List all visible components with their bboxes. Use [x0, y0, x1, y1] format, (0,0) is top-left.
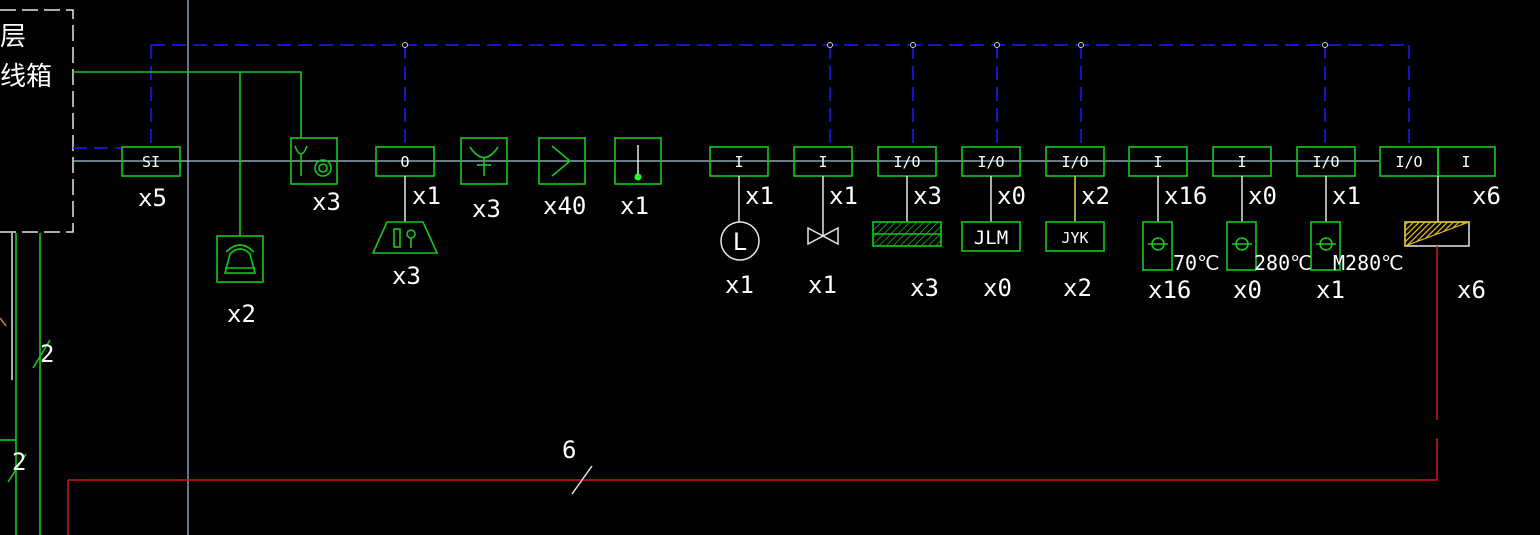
level-gauge-icon[interactable]: L x1: [720, 221, 760, 299]
control-bus: [73, 42, 1410, 149]
handset-count: x3: [312, 188, 341, 216]
phone-feed: [73, 71, 302, 236]
outlet-count: x3: [472, 195, 501, 223]
module-io4[interactable]: I/O x1: [1296, 146, 1361, 222]
module-i5-count: x6: [1472, 182, 1501, 210]
module-i2-count: x1: [829, 182, 858, 210]
damper1-temp: 70℃: [1173, 251, 1220, 275]
module-io3-count: x2: [1081, 182, 1110, 210]
module-si-text: SI: [142, 153, 160, 171]
jlm-text: JLM: [974, 227, 1008, 249]
module-i5[interactable]: I x6: [1437, 146, 1501, 222]
speaker-count: x3: [392, 262, 421, 290]
button-count: x1: [620, 192, 649, 220]
module-io3-text: I/O: [1061, 153, 1088, 171]
jlm-count: x0: [983, 274, 1012, 302]
module-i3[interactable]: I x16: [1128, 146, 1207, 222]
panel-label-line2: 线箱: [0, 62, 52, 92]
module-i4-text: I: [1237, 153, 1246, 171]
module-io2-text: I/O: [977, 153, 1004, 171]
module-i2-text: I: [818, 153, 827, 171]
jlm-box[interactable]: JLM x0: [961, 221, 1021, 302]
outlet-icon[interactable]: x3: [460, 137, 508, 223]
module-si[interactable]: SI x5: [121, 146, 181, 212]
module-io5-text: I/O: [1395, 153, 1422, 171]
valve-count: x1: [808, 271, 837, 299]
handset-station[interactable]: x3: [290, 137, 341, 216]
speaker-icon[interactable]: x3: [371, 221, 439, 290]
module-i3-text: I: [1153, 153, 1162, 171]
shutter-count: x6: [1457, 276, 1486, 304]
module-i1-count: x1: [745, 182, 774, 210]
panel-box: 层 线箱: [0, 9, 74, 233]
fire-damper-2[interactable]: 280℃ x0: [1226, 221, 1313, 304]
hatch-panel-icon[interactable]: x3: [872, 221, 942, 302]
damper2-temp: 280℃: [1254, 251, 1313, 275]
damper2-count: x0: [1233, 276, 1262, 304]
level-count: x1: [725, 271, 754, 299]
module-io4-text: I/O: [1312, 153, 1339, 171]
module-io5[interactable]: I/O: [1379, 146, 1439, 177]
module-io1-text: I/O: [893, 153, 920, 171]
module-io1-count: x3: [913, 182, 942, 210]
damper1-count: x16: [1148, 276, 1191, 304]
module-i4[interactable]: I x0: [1212, 146, 1277, 222]
module-i4-count: x0: [1248, 182, 1277, 210]
module-o-text: O: [400, 153, 409, 171]
fire-damper-3[interactable]: M280℃ x1: [1310, 221, 1404, 304]
panel-label-line1: 层: [0, 22, 26, 52]
phone-count: x2: [227, 300, 256, 328]
module-io3[interactable]: I/O x2: [1045, 146, 1110, 222]
module-o-count: x1: [412, 182, 441, 210]
jyk-count: x2: [1063, 274, 1092, 302]
red-loop-label: 6: [562, 436, 576, 464]
damper3-count: x1: [1316, 276, 1345, 304]
module-i5-text: I: [1461, 153, 1470, 171]
module-io4-count: x1: [1332, 182, 1361, 210]
module-i2[interactable]: I x1: [793, 146, 858, 222]
smoke-count: x40: [543, 192, 586, 220]
manual-button-icon[interactable]: x1: [614, 137, 662, 220]
red-loop: 6: [67, 246, 1438, 535]
left-bus-label-a: 2: [40, 340, 54, 368]
module-o[interactable]: O x1: [375, 146, 441, 222]
jyk-text: JYK: [1061, 229, 1088, 247]
damper3-temp: M280℃: [1333, 251, 1404, 275]
module-io1[interactable]: I/O x3: [877, 146, 942, 222]
phone-jack[interactable]: x2: [216, 235, 264, 328]
left-bus-label-b: 2: [12, 448, 26, 476]
smoke-detector-icon[interactable]: x40: [538, 137, 586, 220]
module-io2[interactable]: I/O x0: [961, 146, 1026, 222]
fire-shutter-icon[interactable]: x6: [1404, 221, 1486, 304]
left-bus: 2 2: [0, 0, 189, 535]
module-si-count: x5: [138, 184, 167, 212]
module-i1-text: I: [734, 153, 743, 171]
module-i1[interactable]: I x1: [709, 146, 774, 222]
jyk-box[interactable]: JYK x2: [1045, 221, 1105, 302]
module-i3-count: x16: [1164, 182, 1207, 210]
fire-damper-1[interactable]: 70℃ x16: [1142, 221, 1220, 304]
level-text: L: [733, 228, 747, 256]
hatch-count: x3: [910, 274, 939, 302]
module-io2-count: x0: [997, 182, 1026, 210]
valve-icon[interactable]: x1: [807, 222, 839, 299]
